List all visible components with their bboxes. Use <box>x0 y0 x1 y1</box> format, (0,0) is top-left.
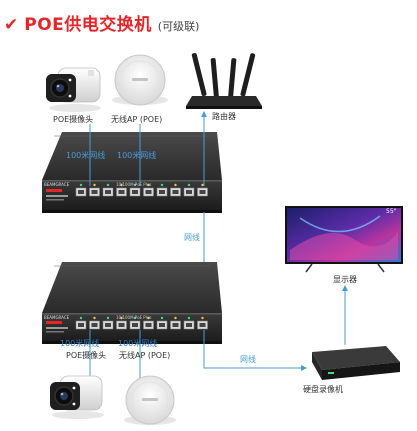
ethernet-port-socket <box>78 190 84 194</box>
port-led <box>106 316 110 320</box>
router <box>186 53 262 109</box>
bottom-camera-label: POE摄像头 <box>66 351 107 360</box>
monitor <box>285 206 403 273</box>
ethernet-port-socket <box>91 190 98 194</box>
bottom-switch-model: 10/100M PoE Plus <box>116 315 152 320</box>
port-led <box>201 183 204 187</box>
monitor-link-arrow <box>342 285 348 291</box>
ethernet-port-socket <box>199 190 206 194</box>
ethernet-port-socket <box>118 323 125 327</box>
ethernet-port-socket <box>172 323 179 327</box>
nvr-label: 硬盘录像机 <box>303 385 343 394</box>
port-led <box>147 183 150 187</box>
port-led <box>201 316 204 320</box>
port-led <box>160 316 164 320</box>
top-poe-switch <box>42 132 222 213</box>
port-led <box>133 316 137 320</box>
port-led <box>187 316 191 320</box>
top-switch-brand: BEAMGRACE <box>44 182 70 187</box>
bottom-links <box>89 330 307 385</box>
ethernet-port-socket <box>199 323 206 327</box>
nvr-link-label: 网线 <box>240 355 256 364</box>
port-led <box>106 183 110 187</box>
ethernet-port-socket <box>78 323 84 327</box>
check-mark-icon: ✔ <box>4 15 19 35</box>
port-led <box>79 316 83 320</box>
ethernet-port-socket <box>159 323 165 327</box>
top-wireless-ap <box>112 54 168 106</box>
title-sub: (可级联) <box>157 20 200 33</box>
ethernet-port-socket <box>172 190 179 194</box>
top-ap-label: 无线AP (POE) <box>111 115 163 124</box>
ethernet-port-socket <box>145 323 152 327</box>
ethernet-port-socket <box>159 190 165 194</box>
ethernet-port-socket <box>145 190 152 194</box>
bottom-wireless-ap <box>124 375 176 425</box>
top-link-ap-label: 100米网线 <box>117 151 157 160</box>
ethernet-port-socket <box>186 190 192 194</box>
bottom-switch-brand: BEAMGRACE <box>44 315 70 320</box>
top-camera-label: POE摄像头 <box>53 115 94 124</box>
port-led <box>187 183 191 187</box>
port-led <box>120 183 123 187</box>
page-title: ✔ POE供电交换机 (可级联) <box>4 10 199 35</box>
monitor-label: 显示器 <box>333 275 357 284</box>
bottom-link-ap-label: 100米网线 <box>118 339 158 348</box>
ethernet-port-socket <box>186 323 192 327</box>
port-led <box>79 183 83 187</box>
ethernet-port-socket <box>132 323 138 327</box>
bottom-poe-switch <box>42 262 222 344</box>
router-label: 路由器 <box>212 112 236 121</box>
port-led <box>93 183 96 187</box>
top-poe-camera <box>46 67 101 112</box>
title-main: POE供电交换机 <box>24 15 152 35</box>
port-led <box>174 316 177 320</box>
bottom-ap-label: 无线AP (POE) <box>119 351 171 360</box>
ethernet-port-socket <box>118 190 125 194</box>
bottom-poe-camera <box>50 375 104 419</box>
top-switch-model: 10/100M PoE Plus <box>116 182 152 187</box>
port-led <box>133 183 137 187</box>
ethernet-port-socket <box>132 190 138 194</box>
port-led <box>120 316 123 320</box>
bottom-switch-ports <box>75 316 208 330</box>
cascade-link-label: 网线 <box>184 233 200 242</box>
top-switch-ports <box>75 183 208 197</box>
monitor-size-badge: 55" <box>386 208 397 215</box>
port-led <box>93 316 96 320</box>
port-led <box>174 183 177 187</box>
ethernet-port-socket <box>105 323 111 327</box>
ethernet-port-socket <box>91 323 98 327</box>
port-led <box>160 183 164 187</box>
bottom-link-camera-label: 100米网线 <box>60 339 100 348</box>
top-link-camera-label: 100米网线 <box>66 151 106 160</box>
port-led <box>147 316 150 320</box>
ethernet-port-socket <box>105 190 111 194</box>
nvr-recorder <box>312 346 400 380</box>
